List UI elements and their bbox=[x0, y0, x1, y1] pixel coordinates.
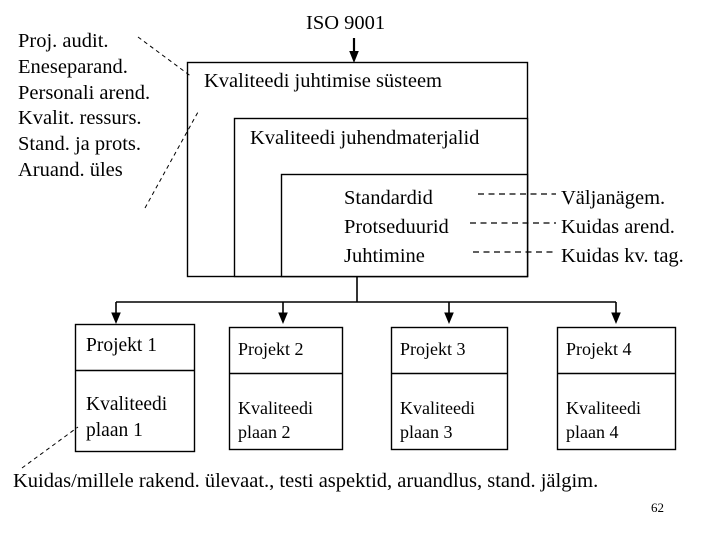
annotation-kuidas-kv-tag: Kuidas kv. tag. bbox=[561, 245, 684, 267]
left-list-item-aruand-üles: Aruand. üles bbox=[18, 158, 123, 181]
project-2-plan-line1: Kvaliteedi bbox=[238, 398, 313, 418]
project-4-plan: Kvaliteedi plaan 4 bbox=[566, 396, 641, 444]
left-list-item-stand-ja-prots: Stand. ja prots. bbox=[18, 133, 141, 156]
project-2-title: Projekt 2 bbox=[238, 339, 304, 359]
left-activity-list: Proj. audit. Eneseparand. Personali aren… bbox=[18, 29, 150, 184]
project-2-plan-line2: plaan 2 bbox=[238, 422, 291, 442]
caption-leader-line bbox=[21, 426, 79, 469]
inner-row-juhtimine: Juhtimine bbox=[344, 245, 425, 267]
inner-row-protseduurid: Protseduurid bbox=[344, 216, 449, 238]
left-list-item-eneseparand: Eneseparand. bbox=[18, 55, 128, 78]
project-3-plan-line2: plaan 3 bbox=[400, 422, 453, 442]
left-list-item-personali-arend: Personali arend. bbox=[18, 81, 151, 104]
annotation-kuidas-arend: Kuidas arend. bbox=[561, 216, 675, 238]
project-1-title: Projekt 1 bbox=[86, 335, 157, 356]
iso-standard-label: ISO 9001 bbox=[306, 12, 386, 34]
project-1-plan-line2: plaan 1 bbox=[86, 420, 143, 441]
annotation-valjanagem: Väljanägem. bbox=[561, 187, 666, 209]
quality-management-system-title: Kvaliteedi juhtimise süsteem bbox=[204, 70, 442, 92]
project-tree-arrowheads bbox=[111, 312, 621, 324]
project-2-plan: Kvaliteedi plaan 2 bbox=[238, 396, 313, 444]
project-3-plan-line1: Kvaliteedi bbox=[400, 398, 475, 418]
page-number: 62 bbox=[651, 500, 664, 515]
inner-row-standardid: Standardid bbox=[344, 187, 433, 209]
project-tree-connectors bbox=[115, 277, 617, 316]
project-3-title: Projekt 3 bbox=[400, 339, 466, 359]
leader-lower bbox=[144, 111, 199, 209]
iso-arrow bbox=[349, 38, 359, 63]
quality-guidance-materials-title: Kvaliteedi juhendmaterjalid bbox=[250, 127, 480, 149]
slide-caption: Kuidas/millele rakend. ülevaat., testi a… bbox=[13, 470, 599, 492]
project-4-plan-line1: Kvaliteedi bbox=[566, 398, 641, 418]
left-list-item-proj-audit: Proj. audit. bbox=[18, 30, 109, 52]
project-1-plan-line1: Kvaliteedi bbox=[86, 394, 168, 415]
project-4-title: Projekt 4 bbox=[566, 339, 632, 359]
left-list-item-kvalit-ressurs: Kvalit. ressurs. bbox=[18, 107, 142, 130]
dashed-leader-lines bbox=[470, 193, 556, 253]
project-4-plan-line2: plaan 4 bbox=[566, 422, 619, 442]
project-3-plan: Kvaliteedi plaan 3 bbox=[400, 396, 475, 444]
project-1-plan: Kvaliteedi plaan 1 bbox=[86, 392, 167, 444]
